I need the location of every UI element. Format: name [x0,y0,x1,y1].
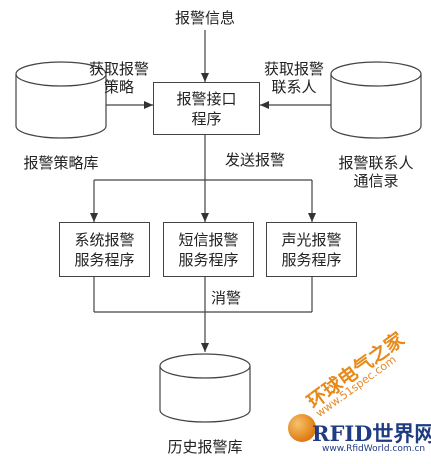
sms-alarm-box: 短信报警 服务程序 [163,222,254,277]
input-label: 报警信息 [174,9,235,27]
strategy-db-cylinder [15,61,107,139]
system-alarm-text: 系统报警 服务程序 [74,230,135,269]
contacts-db-label: 报警联系人 通信录 [338,154,414,190]
get-strategy-label: 获取报警 策略 [88,60,149,96]
alarm-interface-box: 报警接口 程序 [153,82,260,135]
send-label: 发送报警 [224,151,285,169]
system-alarm-box: 系统报警 服务程序 [59,222,150,277]
history-db-label: 历史报警库 [167,438,243,456]
soundlight-alarm-box: 声光报警 服务程序 [266,222,357,277]
strategy-db-label: 报警策略库 [23,154,99,172]
history-db-cylinder [159,353,251,423]
contacts-db-cylinder [330,61,422,139]
alarm-interface-text: 报警接口 程序 [176,89,237,128]
get-contact-label: 获取报警 联系人 [263,60,324,96]
sms-alarm-text: 短信报警 服务程序 [178,230,239,269]
soundlight-alarm-text: 声光报警 服务程序 [281,230,342,269]
cancel-label: 消警 [210,289,241,307]
